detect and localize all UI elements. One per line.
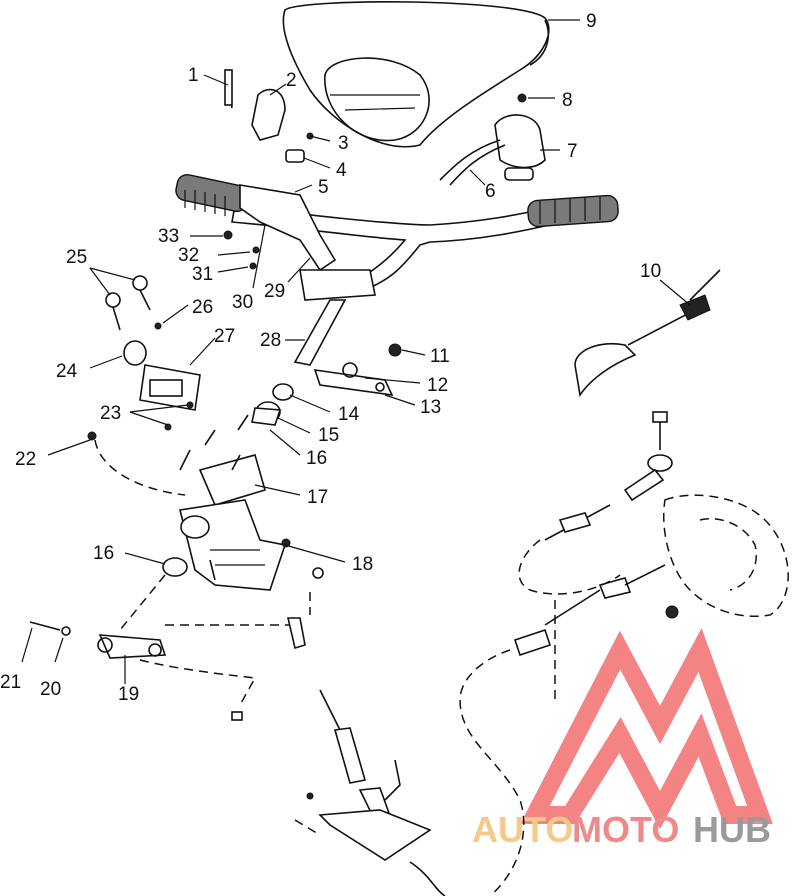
fasteners — [87, 93, 527, 800]
label-3: 3 — [338, 133, 349, 154]
watermark-moto: MOTO — [572, 809, 679, 850]
label-15: 15 — [318, 425, 339, 446]
cable-assembly — [286, 567, 446, 896]
watermark-logo — [520, 627, 773, 830]
label-29: 29 — [264, 281, 285, 302]
rubber-block-24 — [123, 340, 147, 366]
label-17: 17 — [307, 487, 328, 508]
label-1: 1 — [188, 65, 199, 86]
label-10: 10 — [640, 261, 661, 282]
label-12: 12 — [427, 375, 448, 396]
engine-outline-dashed — [459, 494, 789, 896]
part-labels: 1 2 3 4 5 6 7 8 9 10 11 12 13 14 15 16 1… — [0, 11, 661, 705]
label-25: 25 — [66, 247, 87, 268]
watermark-hub: HUB — [693, 809, 771, 850]
steering-post — [251, 269, 376, 426]
bolts-25 — [105, 275, 151, 331]
label-11: 11 — [430, 346, 450, 367]
headlight-pod — [282, 1, 550, 148]
label-28: 28 — [260, 330, 281, 351]
label-6: 6 — [485, 181, 496, 202]
throttle-assembly — [224, 69, 337, 272]
label-16-upper: 16 — [306, 448, 327, 469]
switch-housing — [439, 114, 546, 186]
label-31: 31 — [192, 264, 213, 285]
steering-block — [179, 454, 291, 591]
label-13: 13 — [420, 397, 441, 418]
bracket-27 — [139, 364, 201, 411]
label-33: 33 — [158, 226, 179, 247]
bracket-12-13 — [313, 362, 394, 396]
label-9: 9 — [586, 11, 597, 32]
label-30: 30 — [232, 292, 253, 313]
leader-lines — [21, 19, 691, 684]
watermark-text: AUTO MOTO HUB — [472, 809, 771, 850]
assembly-lines — [94, 414, 321, 836]
label-2: 2 — [286, 70, 297, 91]
label-21: 21 — [0, 672, 21, 693]
label-19: 19 — [118, 684, 139, 705]
label-22: 22 — [15, 449, 36, 470]
label-26: 26 — [192, 297, 213, 318]
linkage-right — [513, 411, 679, 657]
label-16-lower: 16 — [93, 543, 114, 564]
label-7: 7 — [567, 141, 578, 162]
label-5: 5 — [318, 177, 329, 198]
label-32: 32 — [178, 245, 199, 266]
label-24: 24 — [56, 361, 78, 382]
label-20: 20 — [40, 679, 61, 700]
label-4: 4 — [336, 160, 347, 181]
label-27: 27 — [214, 326, 235, 347]
label-23: 23 — [100, 403, 121, 424]
steering-arm-19 — [29, 621, 167, 659]
throttle-strap-10 — [574, 269, 721, 398]
label-8: 8 — [562, 90, 573, 111]
watermark-auto: AUTO — [472, 809, 573, 850]
label-14: 14 — [338, 404, 360, 425]
label-18: 18 — [352, 554, 373, 575]
bushing-16-lower — [162, 557, 188, 577]
